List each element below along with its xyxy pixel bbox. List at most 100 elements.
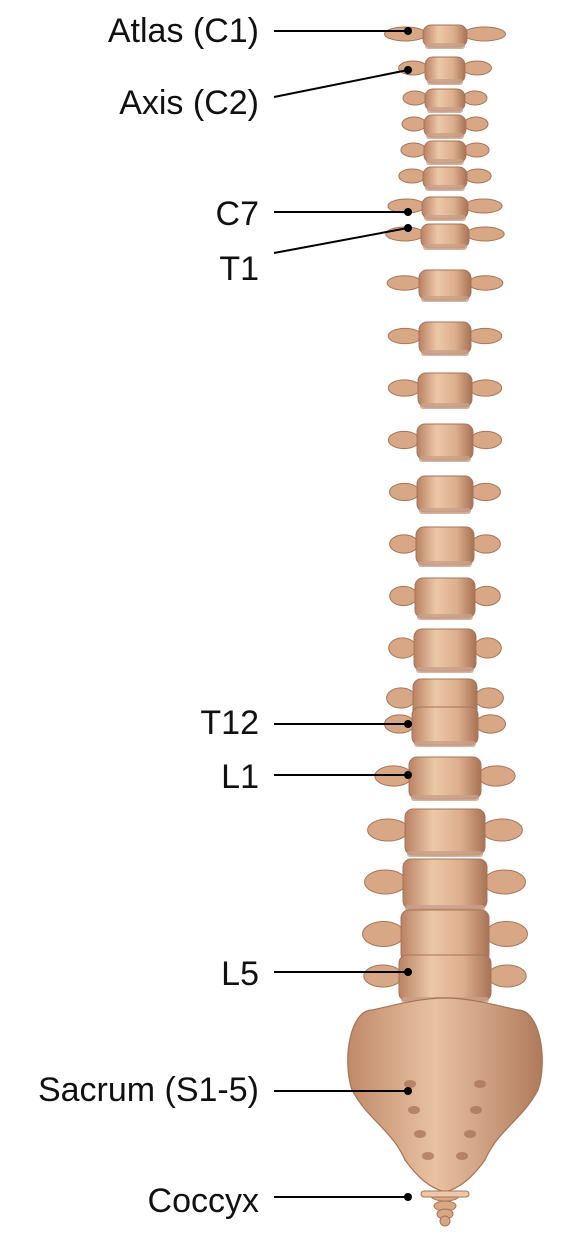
label-t1: T1 <box>219 252 259 286</box>
label-axis: Axis (C2) <box>119 86 259 120</box>
disc <box>421 350 469 356</box>
right-process <box>470 431 501 448</box>
vertebra-3 <box>403 89 487 113</box>
left-process <box>364 965 402 987</box>
disc <box>424 215 466 221</box>
right-process <box>476 715 506 733</box>
sacral-foramen-2 <box>474 1080 486 1088</box>
left-process <box>389 638 417 658</box>
disc <box>419 456 471 462</box>
disc <box>425 185 465 191</box>
vertebra-7 <box>388 197 502 221</box>
disc <box>416 667 474 673</box>
leader-dot <box>404 1087 412 1095</box>
vertebra-18 <box>385 707 506 747</box>
disc <box>421 296 469 302</box>
vertebral-body <box>416 527 474 565</box>
sacral-foramen-1 <box>404 1080 416 1088</box>
left-process <box>388 380 420 396</box>
right-process <box>464 143 489 157</box>
vertebral-body <box>417 424 473 460</box>
leader-line <box>274 70 408 97</box>
sacrum-shape <box>348 998 543 1192</box>
vertebra-20 <box>368 809 523 857</box>
vertebral-body <box>419 270 471 300</box>
left-process <box>388 328 422 343</box>
right-process <box>474 638 502 658</box>
disc <box>425 43 465 49</box>
disc <box>426 133 464 139</box>
vertebra-2 <box>399 57 492 85</box>
right-process <box>482 819 523 841</box>
vertebral-body <box>415 578 475 618</box>
leader-dot <box>404 968 412 976</box>
vertebral-body <box>399 955 491 1001</box>
coccyx-top <box>421 1191 469 1197</box>
vertebra-1 <box>385 25 506 49</box>
left-process <box>387 688 416 708</box>
leader-dot <box>404 208 412 216</box>
disc <box>418 561 472 567</box>
leader-line <box>274 228 408 253</box>
label-coccyx: Coccyx <box>148 1184 259 1218</box>
disc <box>420 403 470 409</box>
left-process <box>365 870 407 894</box>
right-process <box>465 199 502 213</box>
left-process <box>399 169 425 183</box>
left-process <box>403 91 427 105</box>
vertebral-body <box>403 859 487 909</box>
label-t12: T12 <box>200 706 259 740</box>
right-process <box>469 380 501 396</box>
vertebra-16 <box>389 629 502 673</box>
label-l1: L1 <box>221 760 259 794</box>
right-process <box>471 483 501 500</box>
disc <box>423 244 467 250</box>
right-process <box>488 965 526 987</box>
leader-dot <box>404 771 412 779</box>
right-process <box>466 227 504 241</box>
left-process <box>390 535 419 553</box>
vertebra-23 <box>364 955 526 1003</box>
right-process <box>478 766 515 786</box>
label-sacrum: Sacrum (S1-5) <box>38 1073 259 1107</box>
vertebra-14 <box>390 527 501 567</box>
leader-dot <box>404 66 412 74</box>
disc <box>427 107 463 113</box>
coccyx-segment-4 <box>440 1216 450 1226</box>
right-process <box>484 870 526 894</box>
left-process <box>387 276 422 290</box>
right-process <box>472 535 501 553</box>
vertebra-21 <box>365 859 526 911</box>
vertebral-body <box>412 707 478 745</box>
vertebral-body <box>405 809 485 855</box>
right-process <box>463 61 492 75</box>
vertebral-body <box>414 629 476 671</box>
right-process <box>468 276 503 290</box>
right-process <box>464 27 506 41</box>
label-c7: C7 <box>216 197 259 231</box>
right-process <box>465 169 491 183</box>
disc <box>411 795 479 801</box>
left-process <box>388 431 419 448</box>
sacral-foramen-7 <box>422 1152 434 1160</box>
left-process <box>402 117 426 131</box>
vertebra-19 <box>375 757 515 801</box>
leader-dot <box>404 27 412 35</box>
disc <box>407 851 483 857</box>
leader-dot <box>404 224 412 232</box>
vertebra-9 <box>387 270 503 302</box>
label-l5: L5 <box>221 957 259 991</box>
vertebra-5 <box>401 141 489 165</box>
disc <box>426 159 464 165</box>
disc <box>417 614 473 620</box>
leader-coccyx <box>274 1193 412 1201</box>
left-process <box>399 61 428 75</box>
sacral-foramen-4 <box>470 1106 482 1114</box>
vertebral-body <box>401 910 489 962</box>
disc <box>427 79 463 85</box>
sacral-foramen-8 <box>456 1152 468 1160</box>
leader-dot <box>404 720 412 728</box>
disc <box>419 508 471 514</box>
